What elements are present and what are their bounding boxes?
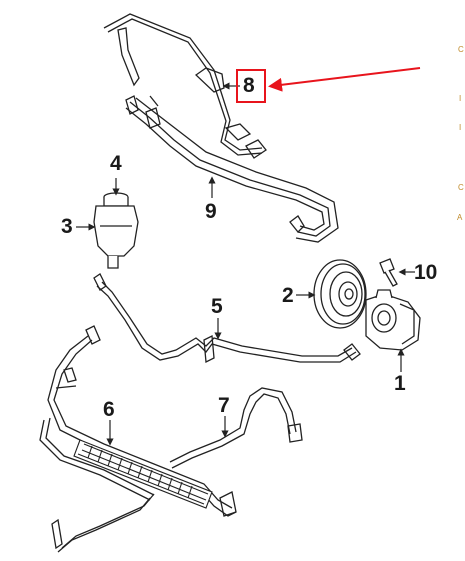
upper-pressure-line: [103, 13, 267, 159]
edge-mark-3: I: [459, 123, 462, 132]
callout-9: 9: [205, 200, 217, 223]
callout-3: 3: [61, 215, 73, 238]
callout-7: 7: [218, 394, 230, 417]
pump-pulley: [313, 259, 367, 329]
edge-mark-4: C: [458, 183, 464, 192]
callout-5: 5: [211, 295, 223, 318]
cooler-coil: [73, 439, 213, 509]
callout-2: 2: [282, 284, 294, 307]
return-hose: [169, 387, 303, 469]
highlight-arrow: [268, 67, 421, 92]
mounting-bolt: [379, 258, 398, 287]
return-line-assembly: [125, 95, 339, 243]
callout-8: 8: [243, 74, 255, 97]
callout-10: 10: [414, 261, 438, 284]
supply-hose: [93, 273, 361, 364]
cooler-line-assembly: [39, 325, 237, 553]
edge-mark-1: C: [458, 45, 464, 54]
callout-4: 4: [110, 152, 122, 175]
edge-mark-5: A: [457, 213, 463, 222]
callout-6: 6: [103, 398, 115, 421]
leader-lines: [76, 82, 415, 446]
reservoir: [93, 192, 139, 269]
callout-1: 1: [394, 372, 406, 395]
highlight-box: [236, 69, 266, 103]
power-steering-pump: [365, 289, 421, 351]
edge-mark-2: I: [459, 94, 462, 103]
